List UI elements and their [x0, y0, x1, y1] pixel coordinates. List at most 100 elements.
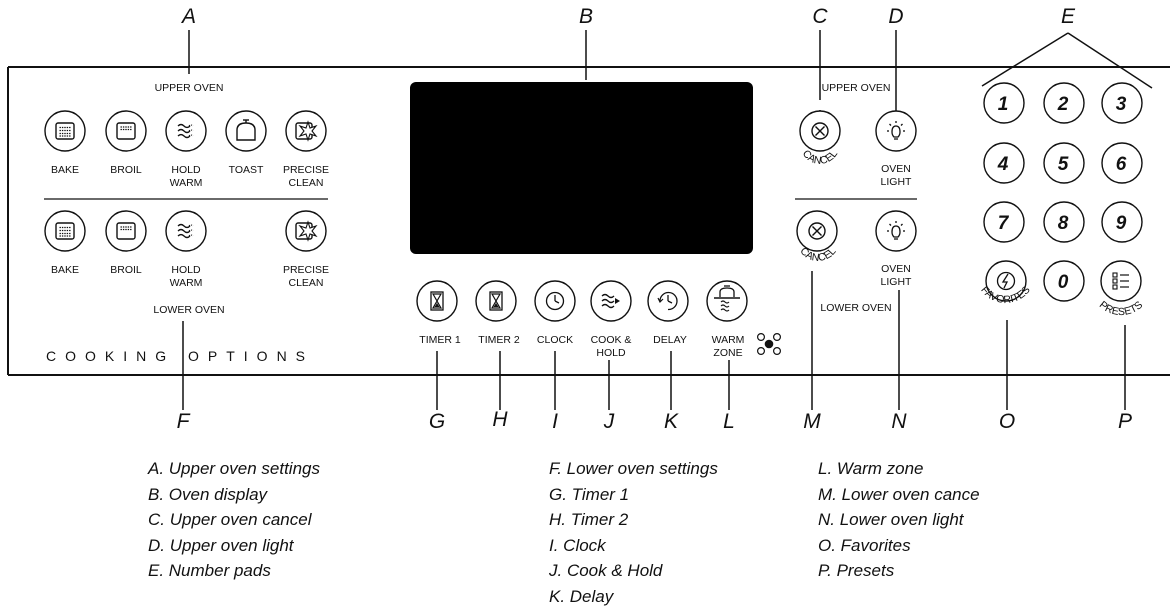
legend-column-3: L. Warm zone M. Lower oven cance N. Lowe…: [818, 456, 980, 584]
lower-bake-label: BAKE: [51, 264, 79, 276]
callout-e: E: [1061, 5, 1076, 28]
timer2-label: TIMER 2: [478, 334, 520, 346]
callout-i: I: [552, 410, 558, 433]
upper-hold-label: HOLD: [171, 164, 201, 176]
presets-button[interactable]: PRESETS: [1097, 260, 1145, 318]
cooking-options-label: COOKING OPTIONS: [46, 348, 314, 364]
number-key-3[interactable]: 3: [1101, 82, 1143, 124]
lower-warm-label: WARM: [170, 277, 203, 289]
lower-light-oven-label: OVEN: [881, 263, 911, 275]
timer1-label: TIMER 1: [419, 334, 461, 346]
legend-item: O. Favorites: [818, 535, 911, 555]
upper-bake-label: BAKE: [51, 164, 79, 176]
callout-c: C: [812, 5, 828, 28]
number-key-4[interactable]: 4: [983, 142, 1025, 184]
right-lower-oven-label: LOWER OVEN: [820, 302, 891, 314]
legend-column-2: F. Lower oven settings G. Timer 1 H. Tim…: [549, 456, 718, 609]
delay-label: DELAY: [653, 334, 687, 346]
number-key-1[interactable]: 1: [983, 82, 1025, 124]
number-key-4-label: 4: [997, 154, 1009, 175]
lower-broil-button[interactable]: BROIL: [105, 210, 147, 276]
callout-a: A: [180, 5, 196, 28]
lower-precise-clean-button[interactable]: PRECISE CLEAN: [283, 210, 329, 289]
legend-item: N. Lower oven light: [818, 510, 964, 529]
presets-label: PRESETS: [1097, 299, 1145, 318]
upper-light-label: LIGHT: [881, 176, 913, 188]
callout-l: L: [723, 410, 735, 433]
number-key-1-label: 1: [998, 94, 1009, 115]
number-key-8[interactable]: 8: [1043, 201, 1085, 243]
number-key-7-label: 7: [998, 213, 1010, 234]
favorites-button[interactable]: FAVORITES: [978, 260, 1033, 306]
callout-g: G: [429, 410, 445, 433]
upper-oven-light-button[interactable]: OVEN LIGHT: [875, 110, 917, 188]
callout-b: B: [579, 5, 593, 28]
lower-light-label: LIGHT: [881, 276, 913, 288]
timer2-button[interactable]: TIMER 2: [475, 280, 520, 346]
oven-display: [410, 82, 753, 254]
burner-zone-icon: [756, 333, 781, 356]
zone-label: ZONE: [713, 347, 742, 359]
number-key-7[interactable]: 7: [983, 201, 1025, 243]
number-key-2-label: 2: [1057, 94, 1069, 115]
warm-zone-icon: [714, 285, 740, 312]
cook-hold-icon: [601, 293, 620, 309]
lower-bake-button[interactable]: BAKE: [44, 210, 86, 276]
upper-light-oven-label: OVEN: [881, 163, 911, 175]
warm-zone-button[interactable]: WARM ZONE: [706, 280, 748, 359]
cook-hold-button[interactable]: COOK & HOLD: [590, 280, 632, 359]
upper-cancel-button[interactable]: CANCEL: [799, 110, 841, 167]
callout-f: F: [177, 410, 191, 433]
clock-label: CLOCK: [537, 334, 573, 346]
upper-cancel-gap: [811, 100, 829, 110]
upper-hold-warm-button[interactable]: HOLD WARM: [165, 110, 207, 189]
upper-oven-label: UPPER OVEN: [155, 82, 224, 94]
legend-item: A. Upper oven settings: [148, 459, 320, 478]
favorites-label: FAVORITES: [978, 284, 1032, 306]
favorites-icon: [996, 271, 1016, 291]
lower-cancel-label: CANCEL: [797, 245, 838, 264]
number-key-3-label: 3: [1116, 94, 1127, 115]
lower-precise-label: PRECISE: [283, 264, 329, 276]
number-key-2[interactable]: 2: [1043, 82, 1085, 124]
delay-button[interactable]: DELAY: [647, 280, 689, 346]
upper-toast-label: TOAST: [229, 164, 264, 176]
callout-n: N: [891, 410, 907, 433]
number-key-5-label: 5: [1058, 154, 1069, 175]
callout-p: P: [1118, 410, 1132, 433]
legend-column-1: A. Upper oven settings B. Oven display C…: [148, 456, 320, 584]
legend-item: I. Clock: [549, 535, 606, 555]
lower-cancel-button[interactable]: CANCEL: [796, 210, 839, 264]
legend-item: B. Oven display: [148, 484, 268, 504]
legend-item: E. Number pads: [148, 561, 271, 580]
clock-button[interactable]: CLOCK: [534, 280, 576, 346]
lower-oven-light-button[interactable]: OVEN LIGHT: [875, 210, 917, 288]
number-key-6[interactable]: 6: [1101, 142, 1143, 184]
upper-bake-button[interactable]: BAKE: [44, 110, 86, 176]
number-key-9[interactable]: 9: [1101, 201, 1143, 243]
right-upper-oven-label: UPPER OVEN: [822, 82, 891, 94]
upper-broil-button[interactable]: BROIL: [105, 110, 147, 176]
legend-item: L. Warm zone: [818, 459, 924, 478]
delay-icon: [657, 291, 678, 311]
legend-item: F. Lower oven settings: [549, 459, 718, 478]
upper-precise-clean-button[interactable]: PRECISE CLEAN: [283, 110, 329, 189]
lower-hold-warm-button[interactable]: HOLD WARM: [165, 210, 207, 289]
number-key-8-label: 8: [1058, 213, 1069, 234]
number-key-0[interactable]: 0: [1043, 260, 1085, 302]
callout-k: K: [664, 410, 679, 433]
lower-hold-label: HOLD: [171, 264, 201, 276]
lower-oven-label: LOWER OVEN: [153, 304, 224, 316]
timer1-button[interactable]: TIMER 1: [416, 280, 461, 346]
callout-m: M: [803, 410, 821, 433]
legend-item: M. Lower oven cance: [818, 484, 980, 504]
upper-warm-label: WARM: [170, 177, 203, 189]
leader-lines: [182, 30, 1153, 410]
callout-h: H: [492, 408, 508, 431]
upper-toast-button[interactable]: TOAST: [225, 110, 267, 176]
number-key-5[interactable]: 5: [1043, 142, 1085, 184]
legend-item: J. Cook & Hold: [549, 561, 663, 580]
right-lower-label-bg: [820, 300, 892, 316]
legend-item: D. Upper oven light: [148, 535, 294, 555]
cook-label: COOK &: [591, 334, 632, 346]
